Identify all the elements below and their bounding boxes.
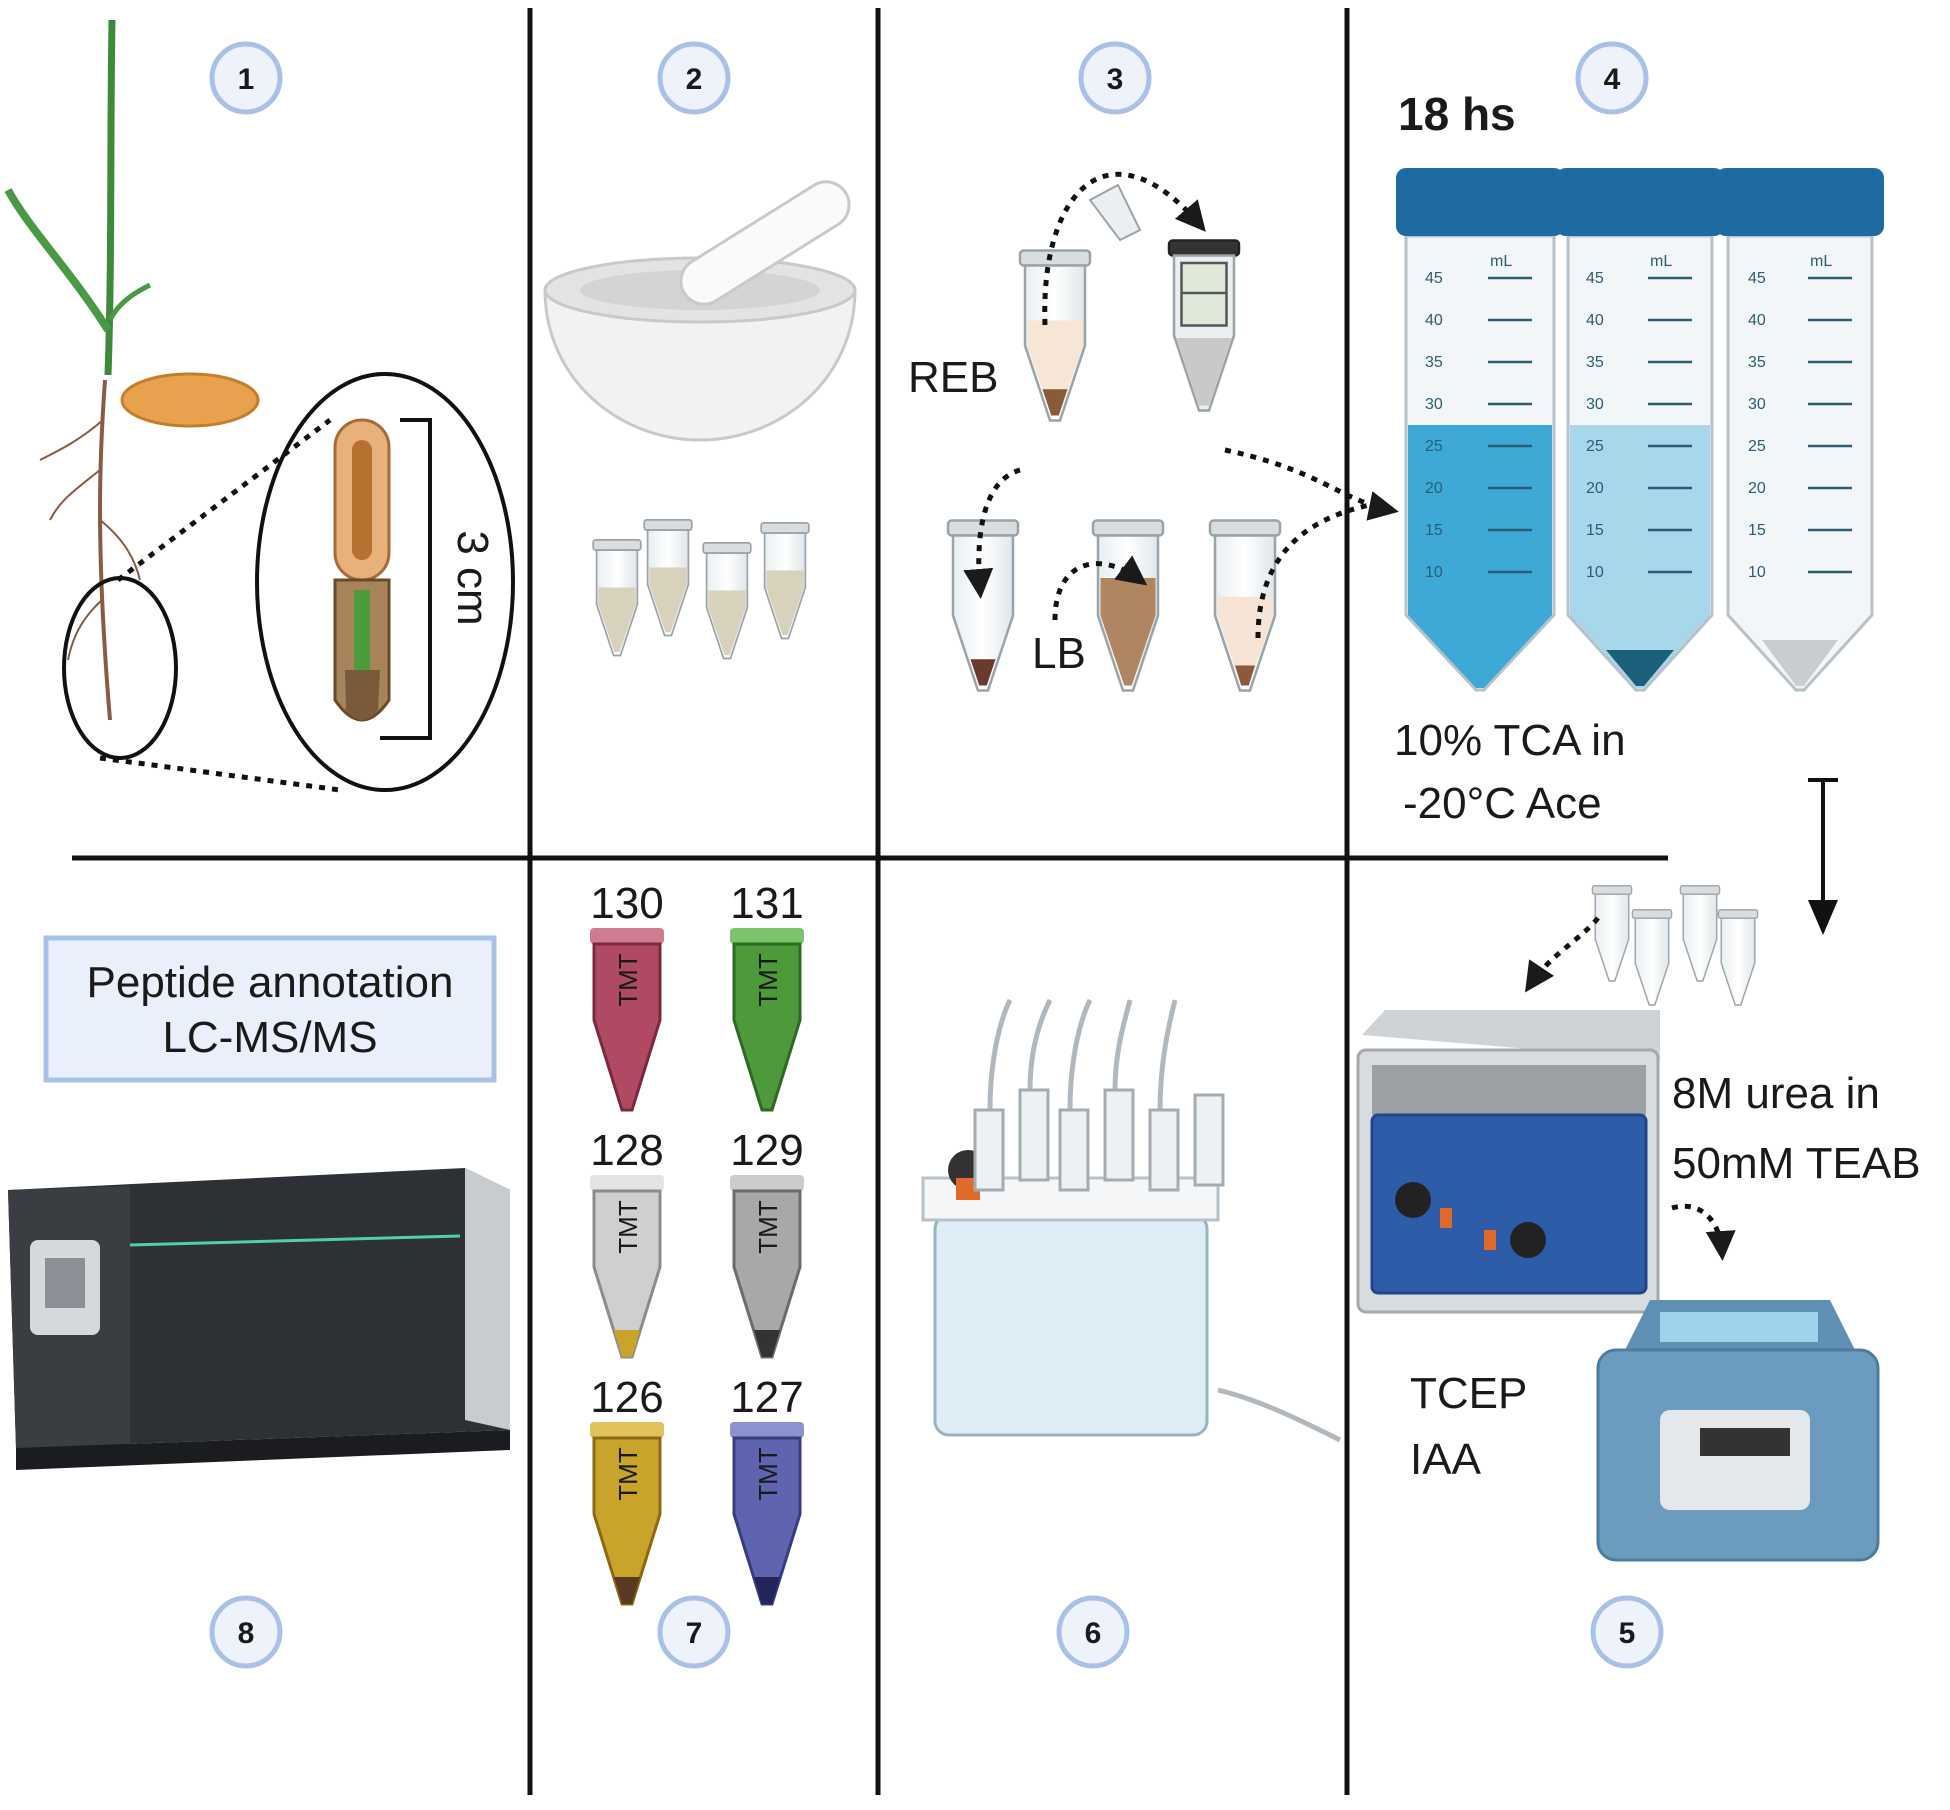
- step-badge-3: 3: [1078, 41, 1152, 115]
- svg-text:127: 127: [730, 1373, 803, 1422]
- svg-text:126: 126: [590, 1373, 663, 1422]
- falcon-tube-partial: mL 45 40 35 30 25 20 15 10: [1556, 168, 1724, 692]
- svg-text:30: 30: [1586, 396, 1604, 413]
- svg-text:8: 8: [238, 1617, 255, 1650]
- svg-text:TMT: TMT: [613, 1447, 643, 1501]
- svg-text:5: 5: [1619, 1617, 1636, 1650]
- panel-7-tmt-labeling: 130 TMT 131 TMT 128 TMT 129 TMT 126: [590, 879, 804, 1606]
- svg-text:128: 128: [590, 1126, 663, 1175]
- svg-text:10: 10: [1748, 564, 1766, 581]
- svg-text:10: 10: [1586, 564, 1604, 581]
- annotation-box: [43, 935, 497, 1083]
- tmt-channel-127: 127 TMT: [730, 1373, 804, 1606]
- svg-text:45: 45: [1748, 270, 1766, 287]
- svg-text:10: 10: [1425, 564, 1443, 581]
- panel-1-seedling: 3 cm: [4, 19, 515, 793]
- svg-text:35: 35: [1425, 354, 1443, 371]
- tmt-channel-128: 128 TMT: [590, 1126, 664, 1359]
- time-label: 18 hs: [1398, 88, 1516, 140]
- annotation-line2: LC-MS/MS: [162, 1013, 377, 1062]
- svg-text:131: 131: [730, 879, 803, 928]
- svg-text:129: 129: [730, 1126, 803, 1175]
- lb-label: LB: [1032, 629, 1086, 678]
- tca-label-line2: -20°C Ace: [1403, 779, 1602, 828]
- step-badge-7: 7: [657, 1595, 731, 1669]
- sonicator-bath: [1356, 1010, 1660, 1314]
- svg-text:1: 1: [238, 63, 255, 96]
- svg-text:mL: mL: [1650, 253, 1672, 270]
- svg-text:15: 15: [1586, 522, 1604, 539]
- panel-4-precipitation: 18 hs mL 45 40 35 30 25 20 15 10: [1394, 88, 1884, 935]
- panel-8-lcms: Peptide annotation LC-MS/MS: [8, 935, 510, 1470]
- svg-text:30: 30: [1748, 396, 1766, 413]
- step-badges: 1 2 3 4 5 6 7 8: [209, 41, 1664, 1669]
- panel-5-digestion: 8M urea in 50mM TEAB TCEP IAA: [1356, 885, 1921, 1562]
- urea-label-line2: 50mM TEAB: [1672, 1139, 1921, 1188]
- svg-text:7: 7: [686, 1617, 703, 1650]
- step-badge-4: 4: [1575, 41, 1649, 115]
- tmt-channel-131: 131 TMT: [730, 879, 804, 1112]
- step-badge-8: 8: [209, 1595, 283, 1669]
- svg-text:25: 25: [1425, 438, 1443, 455]
- reb-label: REB: [908, 353, 998, 402]
- falcon-tube-empty: mL 45 40 35 30 25 20 15 10: [1716, 168, 1884, 692]
- svg-text:20: 20: [1425, 480, 1443, 497]
- tcep-label: TCEP: [1410, 1369, 1527, 1418]
- panel-3-extraction: REB LB: [908, 171, 1399, 692]
- panel-dividers: [72, 8, 1668, 1795]
- tmt-channel-126: 126 TMT: [590, 1373, 664, 1606]
- svg-text:3: 3: [1107, 63, 1124, 96]
- step-badge-6: 6: [1056, 1595, 1130, 1669]
- svg-text:TMT: TMT: [613, 953, 643, 1007]
- svg-text:25: 25: [1748, 438, 1766, 455]
- step-badge-2: 2: [657, 41, 731, 115]
- tmt-channel-130: 130 TMT: [590, 879, 664, 1112]
- svg-text:mL: mL: [1490, 253, 1512, 270]
- svg-text:2: 2: [686, 63, 703, 96]
- step-badge-1: 1: [209, 41, 283, 115]
- step-badge-5: 5: [1590, 1595, 1664, 1669]
- svg-text:6: 6: [1085, 1617, 1102, 1650]
- svg-text:15: 15: [1425, 522, 1443, 539]
- svg-text:4: 4: [1604, 63, 1621, 96]
- svg-text:15: 15: [1748, 522, 1766, 539]
- svg-text:40: 40: [1748, 312, 1766, 329]
- svg-text:40: 40: [1425, 312, 1443, 329]
- svg-text:45: 45: [1586, 270, 1604, 287]
- svg-text:TMT: TMT: [753, 1447, 783, 1501]
- svg-text:TMT: TMT: [753, 953, 783, 1007]
- svg-text:45: 45: [1425, 270, 1443, 287]
- svg-text:35: 35: [1748, 354, 1766, 371]
- svg-text:TMT: TMT: [753, 1200, 783, 1254]
- svg-text:mL: mL: [1810, 253, 1832, 270]
- iaa-label: IAA: [1410, 1435, 1482, 1484]
- tmt-channel-129: 129 TMT: [730, 1126, 804, 1359]
- svg-text:35: 35: [1586, 354, 1604, 371]
- svg-text:20: 20: [1748, 480, 1766, 497]
- svg-text:20: 20: [1586, 480, 1604, 497]
- svg-text:TMT: TMT: [613, 1200, 643, 1254]
- svg-text:25: 25: [1586, 438, 1604, 455]
- annotation-line1: Peptide annotation: [87, 958, 454, 1007]
- svg-text:130: 130: [590, 879, 663, 928]
- panel-2-grinding: [543, 180, 857, 660]
- svg-text:30: 30: [1425, 396, 1443, 413]
- heat-block: [1596, 1300, 1880, 1562]
- scale-label: 3 cm: [448, 530, 497, 625]
- urea-label-line1: 8M urea in: [1672, 1069, 1880, 1118]
- svg-text:40: 40: [1586, 312, 1604, 329]
- ground-sample-tubes: [592, 519, 810, 660]
- falcon-tube-full: mL 45 40 35 30 25 20 15 10: [1396, 168, 1564, 692]
- mass-spectrometer: [8, 1168, 510, 1470]
- panel-6-spe-manifold: [921, 998, 1342, 1443]
- tca-label-line1: 10% TCA in: [1394, 716, 1626, 765]
